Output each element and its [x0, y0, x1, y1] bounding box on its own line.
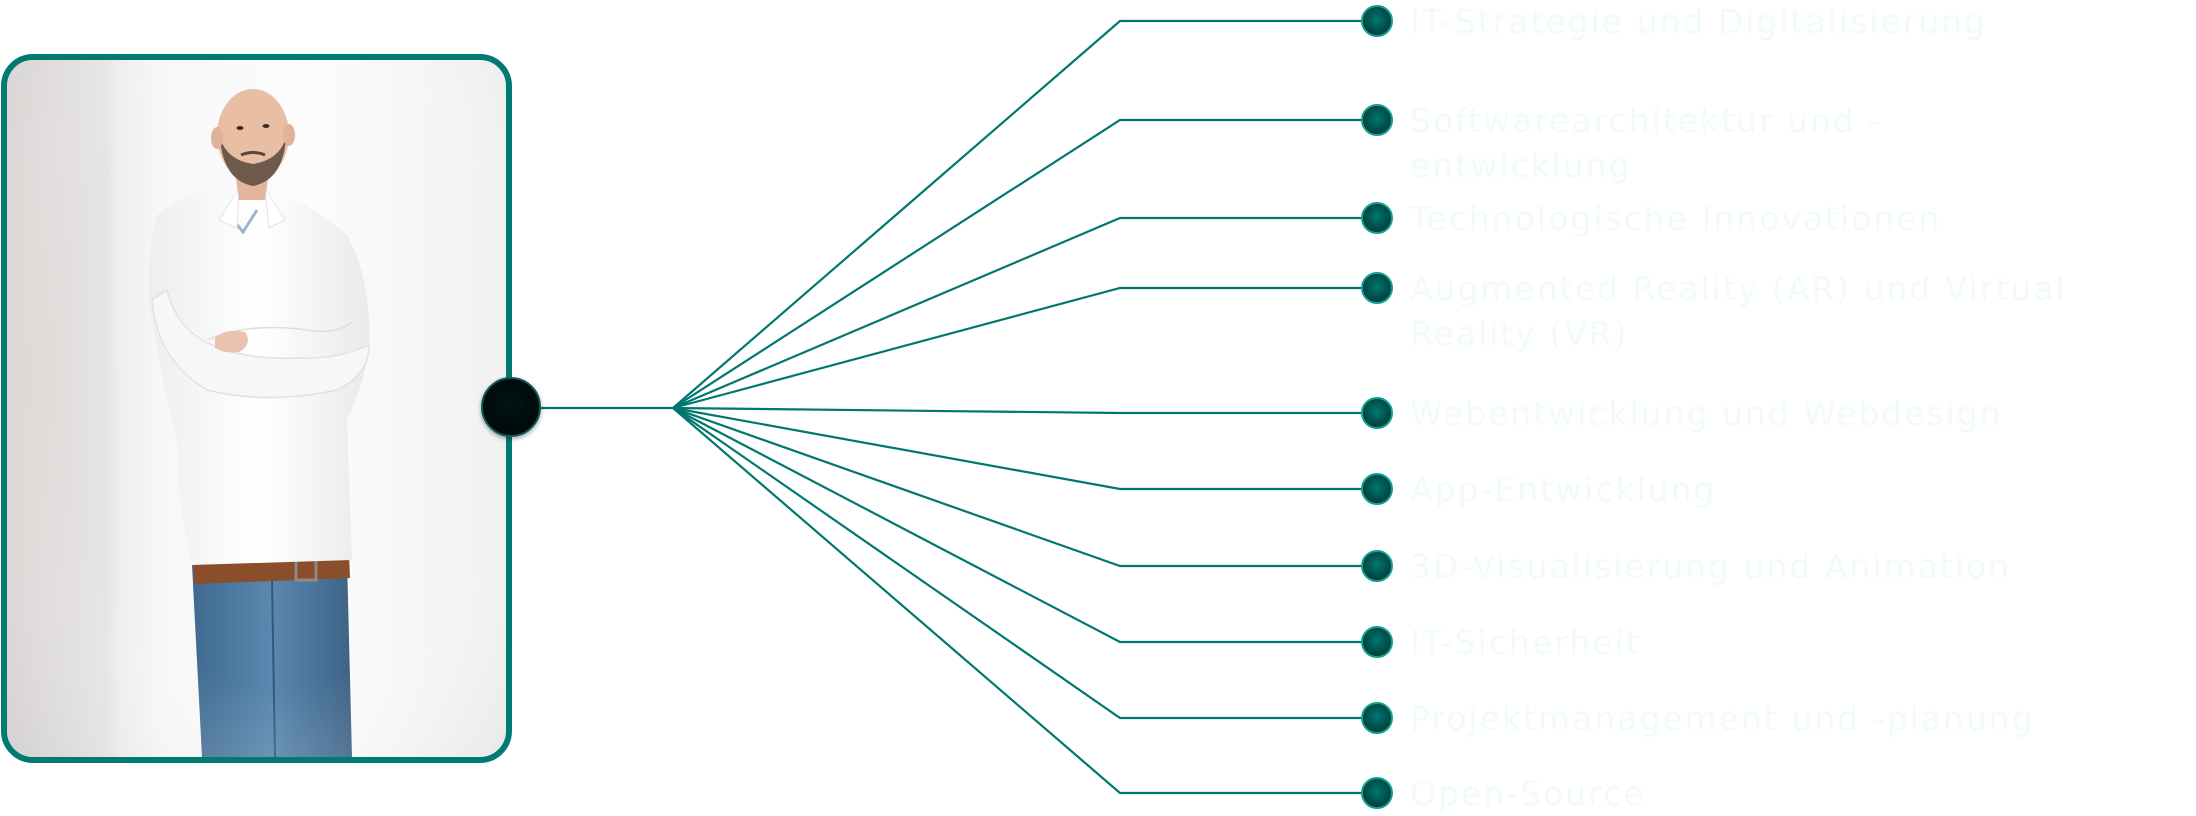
profile-photo-frame [1, 54, 512, 763]
branch-label-line: IT-Sicherheit [1410, 623, 1641, 662]
branch-label: Projektmanagement und -planung [1410, 696, 2035, 741]
branch-line [672, 407, 1362, 644]
branch-node-icon [1361, 397, 1393, 429]
branch-line [672, 19, 1362, 409]
profile-photo [7, 60, 506, 757]
branch-label: Softwarearchitektur und - entwicklung [1410, 98, 1882, 188]
branch-label: Technologische Innovationen [1410, 196, 1941, 241]
branch-node-icon [1361, 702, 1393, 734]
branch-label-line: IT-Strategie und Digitalisierung [1410, 2, 1988, 41]
branch-line [672, 407, 1362, 720]
branch-line [672, 406, 1362, 415]
branch-line [672, 407, 1362, 795]
branch-node-icon [1361, 550, 1393, 582]
branch-label: Webentwicklung und Webdesign [1410, 391, 2003, 436]
branch-label-line: Reality (VR) [1410, 314, 1629, 353]
branch-label-line: Open-Source [1410, 774, 1646, 813]
branch-node-icon [1361, 202, 1393, 234]
branch-label-line: Softwarearchitektur und - [1410, 101, 1883, 140]
branch-node-icon [1361, 5, 1393, 37]
branch-node-icon [1361, 473, 1393, 505]
branch-label-line: Projektmanagement und -planung [1410, 699, 2035, 738]
branch-label: 3D-Visualisierung und Animation [1410, 544, 2011, 589]
branch-label-line: 3D-Visualisierung und Animation [1410, 547, 2012, 586]
branch-node-icon [1361, 272, 1393, 304]
branch-label: Open-Source [1410, 771, 1645, 816]
branch-line [672, 216, 1362, 410]
branch-node-icon [1361, 777, 1393, 809]
branch-label-line: entwicklung [1410, 146, 1632, 185]
branch-label-line: Webentwicklung und Webdesign [1410, 394, 2003, 433]
branch-line [672, 406, 1362, 491]
branch-line [672, 118, 1362, 409]
branch-node-icon [1361, 626, 1393, 658]
hub-node-icon [481, 377, 541, 437]
branch-label: App-Entwicklung [1410, 467, 1716, 512]
branch-node-icon [1361, 104, 1393, 136]
branch-label-line: Technologische Innovationen [1410, 199, 1942, 238]
branch-label: IT-Sicherheit [1410, 620, 1641, 665]
branch-line [672, 286, 1362, 410]
branch-label-line: App-Entwicklung [1410, 470, 1717, 509]
branch-line [672, 406, 1362, 568]
branch-label-line: Augmented Reality (AR) und Virtual [1410, 269, 2067, 308]
branch-label: IT-Strategie und Digitalisierung [1410, 0, 1987, 44]
